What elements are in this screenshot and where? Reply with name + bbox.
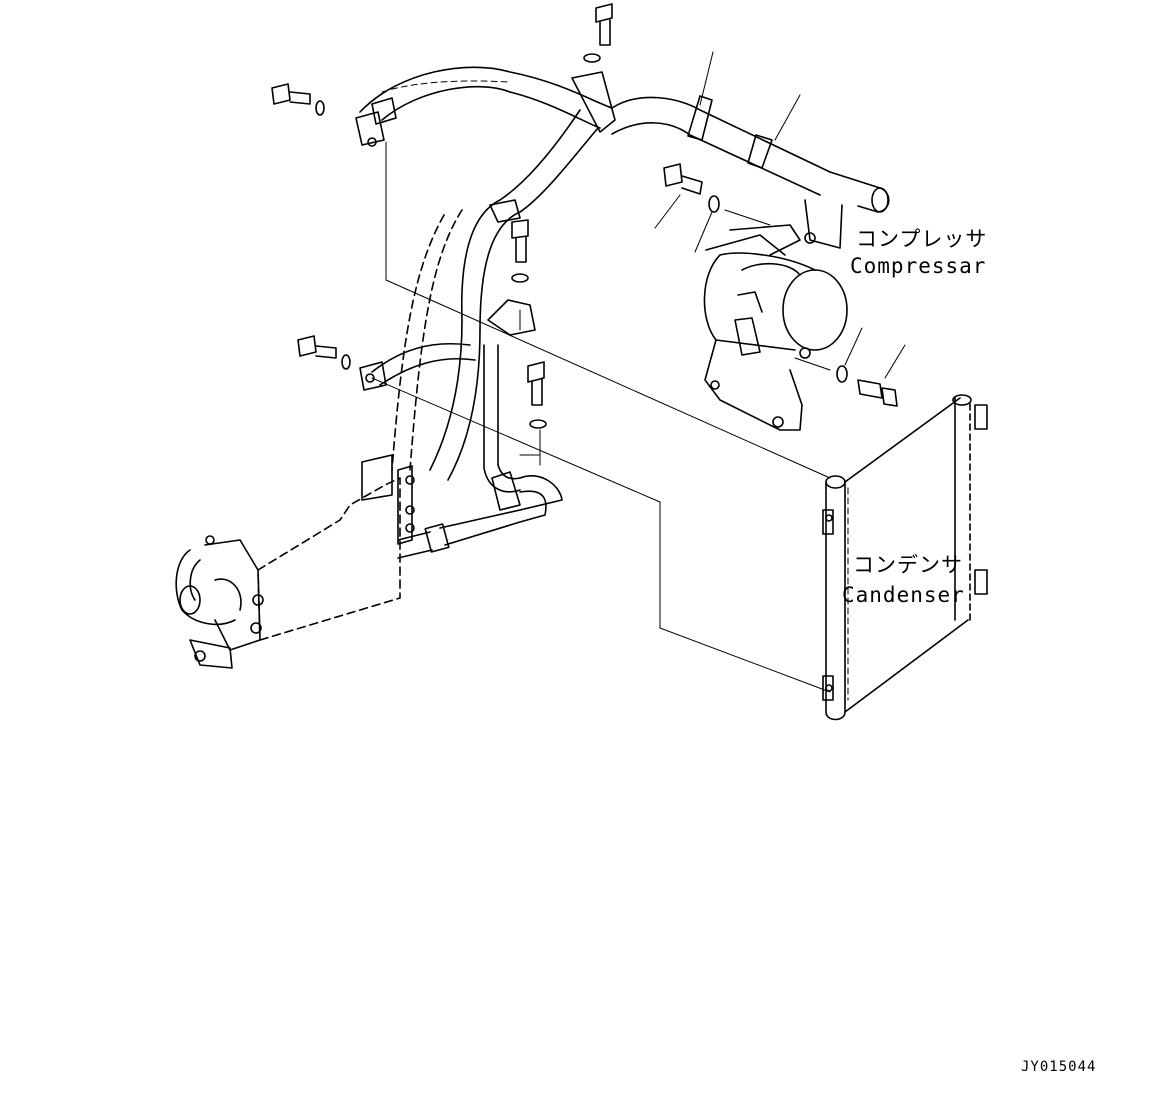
compressor-label-en: Compressar <box>850 254 987 278</box>
bolts-and-washers <box>271 3 898 429</box>
leader-lines <box>371 51 906 693</box>
hose-clamps <box>355 71 616 391</box>
expansion-valve <box>175 535 264 669</box>
condenser-label-en: Candenser <box>842 583 965 607</box>
receiver-bracket <box>257 454 415 641</box>
compressor-label-jp: コンプレッサ <box>856 227 988 251</box>
compressor-body <box>703 224 848 431</box>
condenser <box>822 394 988 721</box>
compressor-outlet-pipe <box>687 95 890 249</box>
suction-hose <box>359 66 831 331</box>
condenser-label-jp: コンデンサ <box>853 553 963 577</box>
vertical-hoses <box>371 209 521 493</box>
drawing-code: JY015044 <box>1021 1059 1097 1075</box>
lower-hose <box>397 471 563 559</box>
